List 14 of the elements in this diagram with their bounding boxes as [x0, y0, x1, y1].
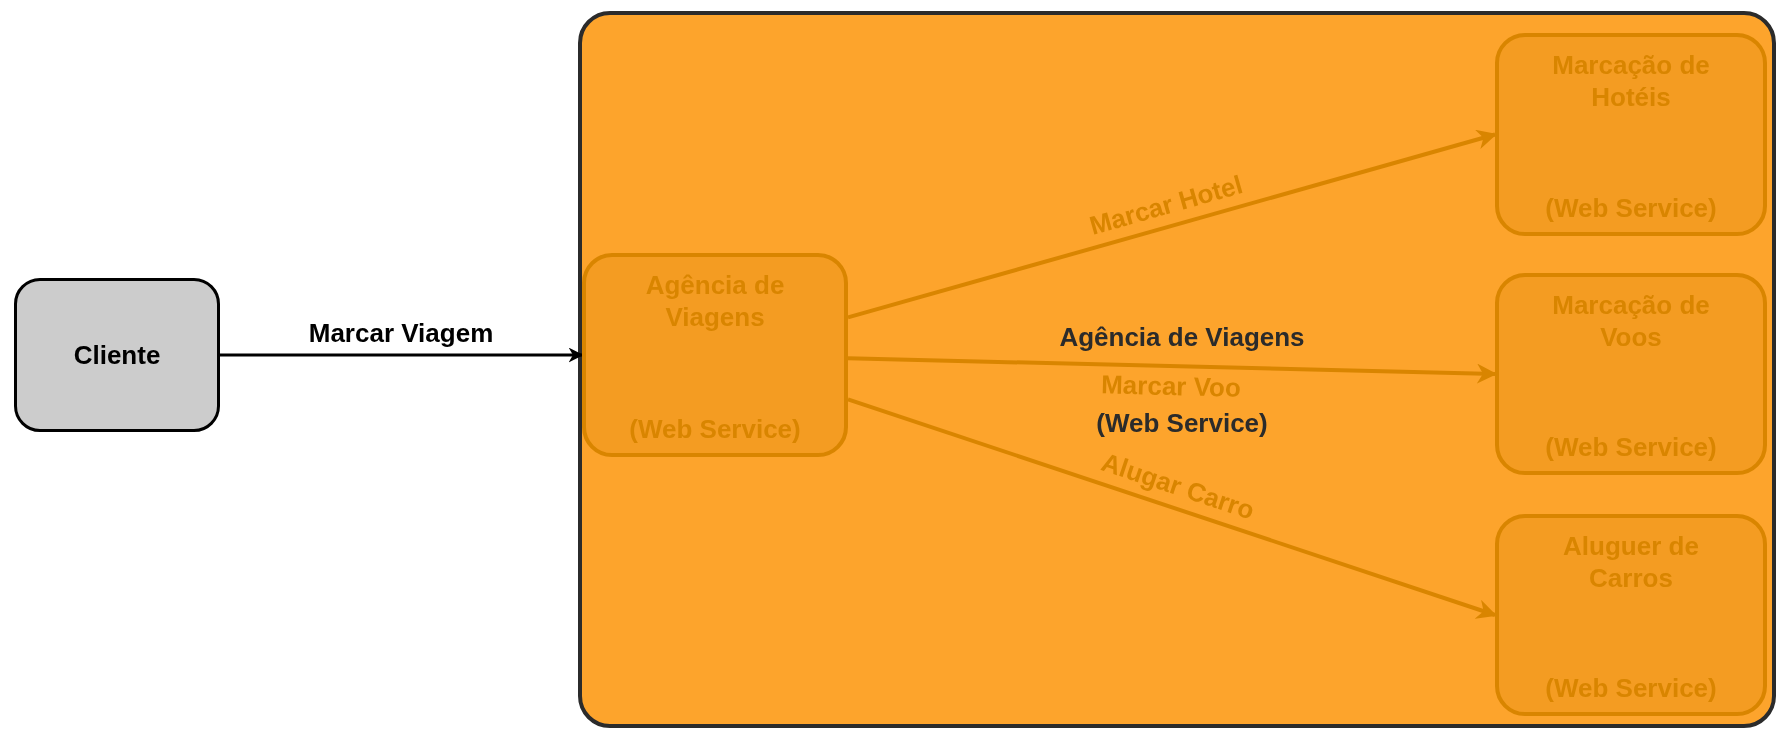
edge-label: Marcar Viagem	[308, 318, 494, 348]
arrow	[220, 347, 584, 363]
service-box	[1495, 33, 1767, 236]
system-panel	[578, 11, 1776, 728]
node-title: Agência de Viagens	[1058, 321, 1306, 353]
service-box	[582, 253, 848, 457]
client-box	[14, 278, 220, 432]
arrow	[847, 129, 1497, 320]
service-box	[1495, 514, 1767, 716]
service-box	[1495, 273, 1767, 475]
node-title: Cliente	[72, 339, 162, 371]
node-subtitle: (Web Service)	[1095, 407, 1269, 439]
arrow	[847, 397, 1497, 619]
arrow	[847, 356, 1497, 384]
